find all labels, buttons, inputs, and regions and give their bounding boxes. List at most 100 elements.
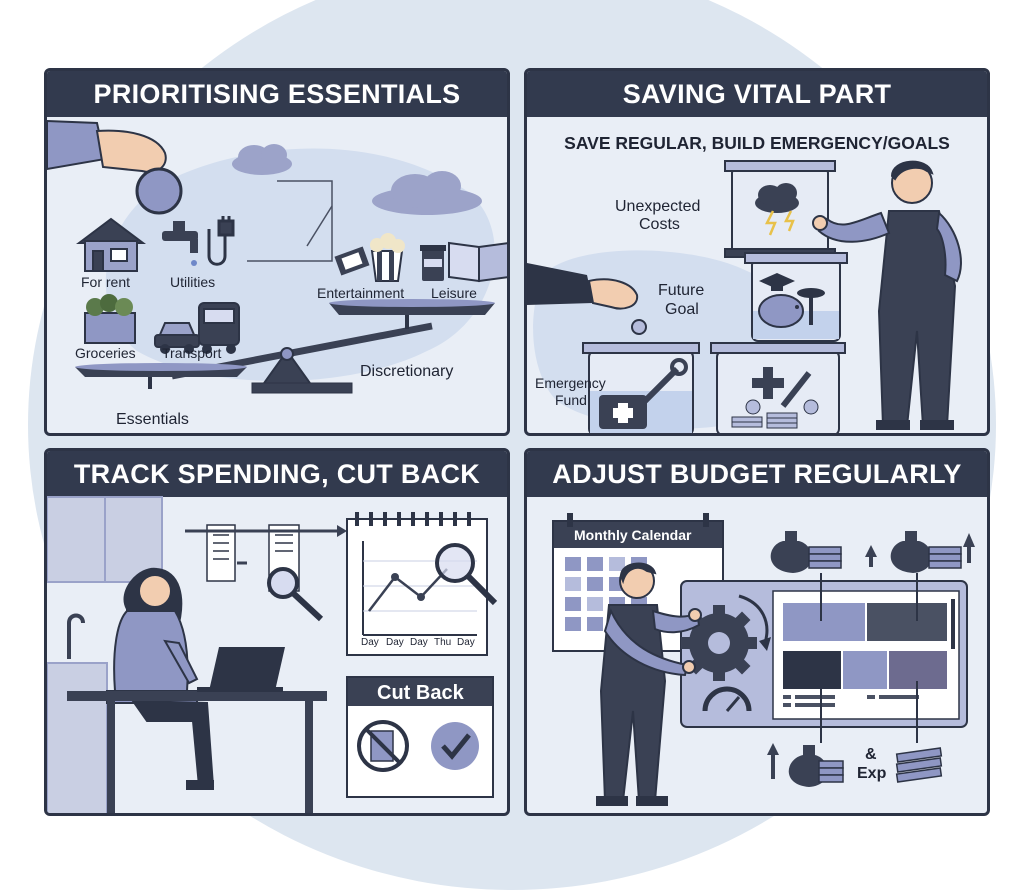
panel-subtitle: SAVE REGULAR, BUILD EMERGENCY/GOALS	[564, 133, 950, 153]
hand-icon	[688, 608, 702, 622]
lightning-icon	[783, 210, 795, 232]
hand-icon	[682, 660, 696, 674]
checkmark-icon	[431, 722, 479, 770]
coffee-cup-icon	[420, 245, 446, 281]
house-icon	[76, 217, 146, 272]
desk	[67, 691, 327, 701]
man-figure	[817, 160, 962, 430]
panel-saving-vital-part: SAVING VITAL PART SAVE REGULAR, BUILD EM…	[524, 68, 990, 436]
trend-point	[417, 593, 425, 601]
panel-track-spending: TRACK SPENDING, CUT BACK	[44, 448, 510, 816]
label-emergency-fund-2: Fund	[555, 392, 587, 408]
laptop-base	[197, 687, 283, 692]
palm-tree-icon	[797, 288, 825, 325]
faucet-icon	[162, 221, 198, 266]
tracking-illustration	[47, 496, 498, 813]
trend-point	[391, 573, 399, 581]
panel-title: ADJUST BUDGET REGULARLY	[527, 451, 987, 497]
arrow-up-icon	[963, 533, 975, 547]
ticket-icon	[334, 246, 370, 276]
rotate-arrow-head	[759, 637, 771, 651]
budget-block	[843, 651, 887, 689]
cloud-icon	[372, 171, 482, 215]
graduation-cap-icon	[759, 273, 795, 291]
budget-block	[783, 651, 841, 689]
label-groceries: Groceries	[75, 345, 136, 361]
panel-prioritising-essentials: PRIORITISING ESSENTIALS	[44, 68, 510, 436]
chart-day-label: Day	[361, 637, 379, 648]
chart-day-label: Thu	[434, 637, 452, 648]
label-transport: Transport	[162, 345, 222, 361]
car-icon	[154, 322, 200, 354]
discretionary-tray-top	[329, 299, 495, 307]
calendar-title: Monthly Calendar	[574, 527, 692, 543]
chart-day-label: Day	[457, 637, 475, 648]
chart-day-label: Day	[410, 637, 428, 648]
chart-day-label: Day	[386, 637, 404, 648]
label-emergency-fund-1: Emergency	[535, 375, 606, 391]
arrow-up-icon	[865, 545, 877, 557]
plug-icon	[207, 216, 235, 266]
arrow-head-icon	[337, 525, 347, 537]
money-bag-icon	[770, 531, 812, 573]
coin-icon	[631, 319, 647, 335]
budget-block	[783, 603, 865, 641]
gauge-icon	[702, 686, 752, 712]
label-entertainment: Entertainment	[317, 285, 405, 301]
hand-icon	[812, 215, 828, 231]
hand-icon	[587, 278, 639, 310]
coin-stack-icon	[731, 399, 819, 429]
desk-leg	[305, 701, 313, 813]
dashboard-lines	[783, 695, 919, 707]
jar-future-goal	[744, 252, 848, 342]
cloud-icon	[232, 144, 292, 175]
panel-adjust-budget: ADJUST BUDGET REGULARLY	[524, 448, 990, 816]
money-bag-icon	[890, 531, 932, 573]
guide-line	[306, 205, 333, 247]
desk-leg	[107, 701, 115, 813]
saving-illustration	[527, 160, 962, 433]
grocery-bag-icon	[84, 294, 136, 344]
panel-title: SAVING VITAL PART	[527, 71, 987, 117]
popcorn-icon	[370, 233, 405, 282]
label-exp: Exp	[857, 765, 887, 782]
trend-line	[368, 568, 448, 612]
label-leisure: Leisure	[431, 285, 477, 301]
arrow-up-icon	[767, 743, 779, 755]
essentials-illustration	[47, 119, 507, 394]
no-coffee-icon	[357, 720, 409, 772]
wrench-icon	[642, 358, 688, 404]
book-icon	[448, 241, 507, 283]
cut-back-title: Cut Back	[377, 682, 464, 704]
label-unexpected-costs-2: Costs	[639, 216, 680, 233]
kitchen-counter	[47, 662, 108, 813]
panel-title: TRACK SPENDING, CUT BACK	[47, 451, 507, 497]
coin-icon	[135, 167, 183, 215]
hand-icon	[95, 129, 167, 173]
label-future-goal-1: Future	[658, 282, 705, 299]
piggy-bank-icon	[758, 294, 804, 328]
tool-icon	[780, 371, 812, 408]
bus-icon	[198, 302, 240, 354]
guide-line	[247, 180, 333, 262]
label-unexpected-costs-1: Unexpected	[615, 198, 701, 215]
magnifier-icon	[267, 567, 324, 622]
label-ampersand: &	[865, 746, 877, 763]
label-essentials: Essentials	[116, 411, 189, 428]
laptop-icon	[209, 647, 285, 691]
cash-stack-icon	[818, 760, 844, 783]
label-future-goal-2: Goal	[665, 301, 699, 318]
money-bag-icon	[788, 745, 828, 787]
cash-stack-icon	[808, 546, 842, 569]
sleeve	[47, 119, 107, 171]
woman-figure	[106, 567, 215, 790]
label-utilities: Utilities	[170, 274, 216, 290]
panel-title: PRIORITISING ESSENTIALS	[47, 71, 507, 117]
label-rent: For rent	[81, 274, 131, 290]
dashboard-scrollbar	[951, 599, 955, 649]
first-aid-kit-icon	[599, 395, 647, 429]
cash-stack-icon	[928, 546, 962, 569]
man-figure	[596, 562, 701, 806]
sleeve	[527, 263, 593, 305]
storm-cloud-icon	[755, 183, 799, 213]
